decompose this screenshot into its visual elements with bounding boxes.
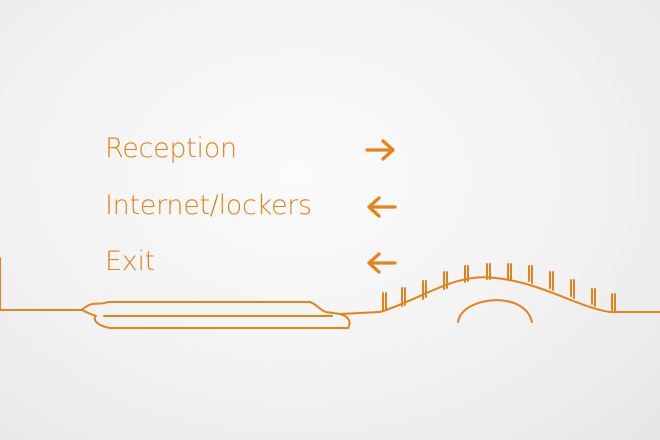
- bridge-railing-posts: [382, 263, 616, 312]
- boat-outline: [81, 301, 351, 329]
- internet-lockers-label: Internet/lockers: [105, 190, 312, 221]
- ground-line-middle: [339, 311, 381, 315]
- reception-label: Reception: [105, 133, 237, 164]
- arrow-left-icon: [367, 196, 397, 218]
- sign-row-exit: Exit: [105, 246, 397, 277]
- ground-line: [0, 257, 83, 311]
- sign-row-reception: Reception: [105, 133, 395, 164]
- exit-label: Exit: [105, 246, 155, 277]
- bridge-arch: [457, 299, 533, 323]
- sign-row-internet-lockers: Internet/lockers: [105, 190, 397, 221]
- arrow-left-icon: [367, 252, 397, 274]
- bridge-deck: [379, 276, 660, 313]
- arrow-right-icon: [365, 139, 395, 161]
